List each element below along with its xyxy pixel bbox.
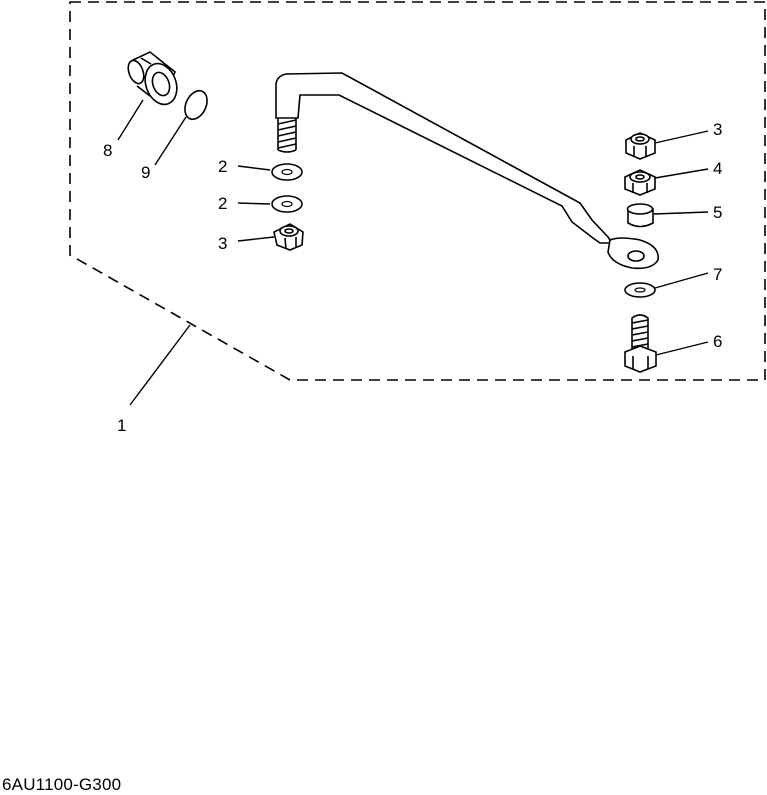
callout-6: 6	[713, 332, 722, 351]
callout-1: 1	[117, 416, 126, 435]
callout-9: 9	[141, 163, 150, 182]
leader-1	[129, 324, 191, 406]
leader-7	[654, 272, 709, 289]
nut-part-4	[624, 169, 656, 196]
callout-3-left: 3	[218, 234, 227, 253]
bushing-part-8	[127, 51, 178, 106]
callout-4: 4	[713, 159, 722, 178]
callout-2-lower: 2	[218, 194, 227, 213]
collar-part-5	[626, 203, 654, 228]
leader-4	[654, 168, 709, 179]
assembly-boundary	[69, 1, 766, 381]
washer-part-2-lower	[271, 195, 303, 213]
washer-part-2-upper	[271, 163, 303, 181]
o-ring-part-9	[184, 89, 208, 121]
callout-5: 5	[713, 203, 722, 222]
bolt-part-6	[624, 314, 657, 373]
leader-6	[655, 341, 709, 356]
drawing-code: 6AU1100-G300	[2, 775, 122, 794]
link-rod	[275, 72, 659, 270]
callout-8: 8	[103, 141, 112, 160]
leader-3-right	[654, 130, 709, 144]
callout-3-right: 3	[713, 120, 722, 139]
leader-2-lower	[237, 202, 271, 205]
washer-part-7	[624, 282, 656, 298]
nut-part-3-left	[273, 223, 304, 251]
leader-8	[117, 99, 144, 141]
leader-3-left	[237, 236, 275, 242]
leader-2-upper	[237, 165, 271, 171]
leader-9	[154, 116, 187, 166]
callout-2-upper: 2	[218, 157, 227, 176]
callout-7: 7	[713, 265, 722, 284]
leader-5	[653, 211, 709, 215]
nut-part-3-right	[625, 132, 656, 160]
